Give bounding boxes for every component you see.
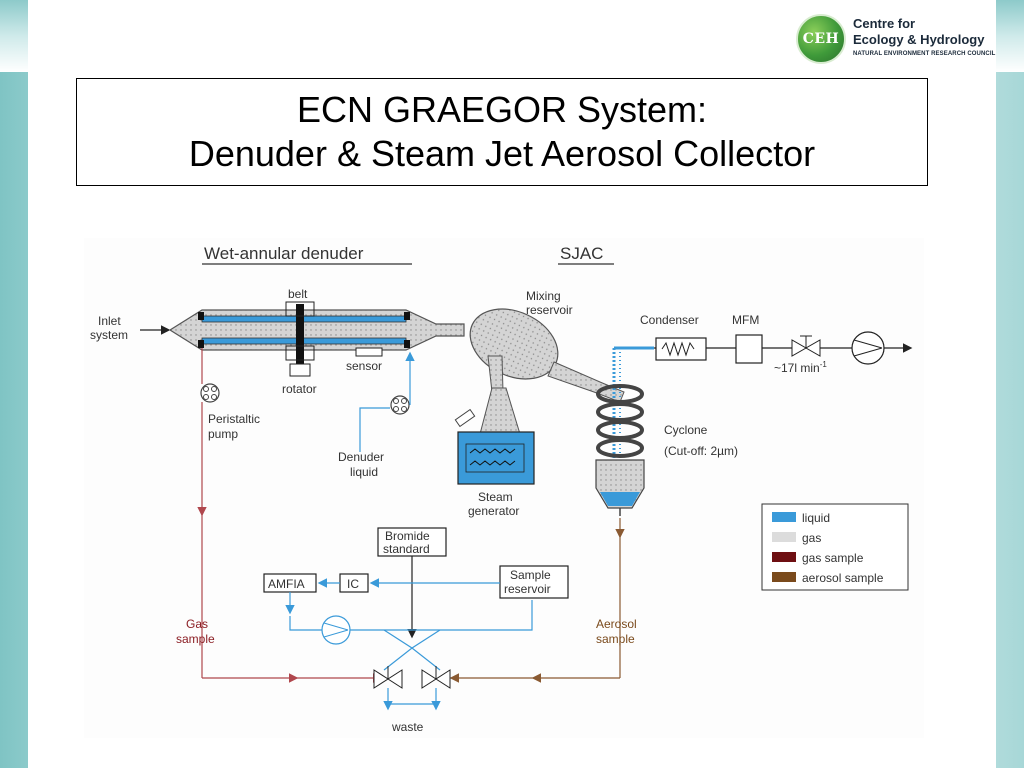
legend-label: gas sample (802, 551, 864, 565)
label-mixing-2: reservoir (526, 303, 573, 317)
waste-valve-right-icon (421, 666, 451, 689)
denuder-liquid-pump-icon (390, 395, 410, 415)
label-waste: waste (391, 720, 424, 734)
label-steam-2: generator (468, 504, 519, 518)
label-aerosol-sample-2: sample (596, 632, 635, 646)
label-sample-res-1: Sample (510, 568, 551, 582)
legend-swatch (772, 512, 796, 522)
label-flow: ~17l min-1 (774, 360, 827, 375)
label-gas-sample-2: sample (176, 632, 215, 646)
header-sjac: SJAC (560, 244, 603, 263)
flow-valve-icon (791, 335, 821, 357)
label-inlet-1: Inlet (98, 314, 121, 328)
label-amfia: AMFIA (268, 577, 305, 591)
condenser (655, 337, 707, 361)
peristaltic-pump-icon (200, 383, 220, 403)
label-inlet-2: system (90, 328, 128, 342)
label-rotator: rotator (282, 382, 317, 396)
cyclone (595, 346, 654, 516)
legend-swatch (772, 552, 796, 562)
label-condenser: Condenser (640, 313, 699, 327)
title-line-2: Denuder & Steam Jet Aerosol Collector (188, 133, 816, 174)
label-ic: IC (347, 577, 359, 591)
legend-label: gas (802, 531, 821, 545)
label-steam-1: Steam (478, 490, 513, 504)
legend-swatch (772, 532, 796, 542)
legend-label: aerosol sample (802, 571, 884, 585)
wet-annular-denuder (168, 301, 465, 377)
title-line-1: ECN GRAEGOR System: (296, 89, 708, 130)
logo-text-line3: NATURAL ENVIRONMENT RESEARCH COUNCIL (853, 51, 996, 57)
label-cyclone: Cyclone (664, 423, 708, 437)
legend-label: liquid (802, 511, 830, 525)
label-mfm: MFM (732, 313, 759, 327)
header-denuder: Wet-annular denuder (204, 244, 364, 263)
label-bromide-2: standard (383, 542, 430, 556)
legend-swatch (772, 572, 796, 582)
label-denuder-liquid-2: liquid (350, 465, 378, 479)
waste-valve-left-icon (373, 666, 403, 689)
logo-text-line1: Centre for (853, 16, 916, 31)
sample-reservoir-box (499, 565, 569, 599)
label-mixing-1: Mixing (526, 289, 561, 303)
vacuum-pump-icon (851, 331, 885, 365)
label-denuder-liquid-1: Denuder (338, 450, 384, 464)
ceh-logo: CEH Centre for Ecology & Hydrology NATUR… (796, 12, 1016, 66)
label-peristaltic-1: Peristaltic (208, 412, 260, 426)
label-sensor: sensor (346, 359, 382, 373)
slide-title: ECN GRAEGOR System: Denuder & Steam Jet … (76, 78, 928, 186)
label-sample-res-2: reservoir (504, 582, 551, 596)
ceh-emblem-icon: CEH (796, 14, 846, 64)
system-diagram: Wet-annular denuder SJAC Inlet system be… (84, 238, 924, 738)
label-cutoff: (Cut-off: 2µm) (664, 444, 738, 458)
sample-pump-icon (321, 615, 351, 645)
label-bromide-1: Bromide (385, 529, 430, 543)
label-aerosol-sample-1: Aerosol (596, 617, 637, 631)
logo-text-line2: Ecology & Hydrology (853, 32, 985, 47)
label-peristaltic-2: pump (208, 427, 238, 441)
label-belt: belt (288, 287, 308, 301)
label-gas-sample-1: Gas (186, 617, 208, 631)
mfm-box (735, 334, 763, 364)
steam-generator (454, 387, 535, 485)
